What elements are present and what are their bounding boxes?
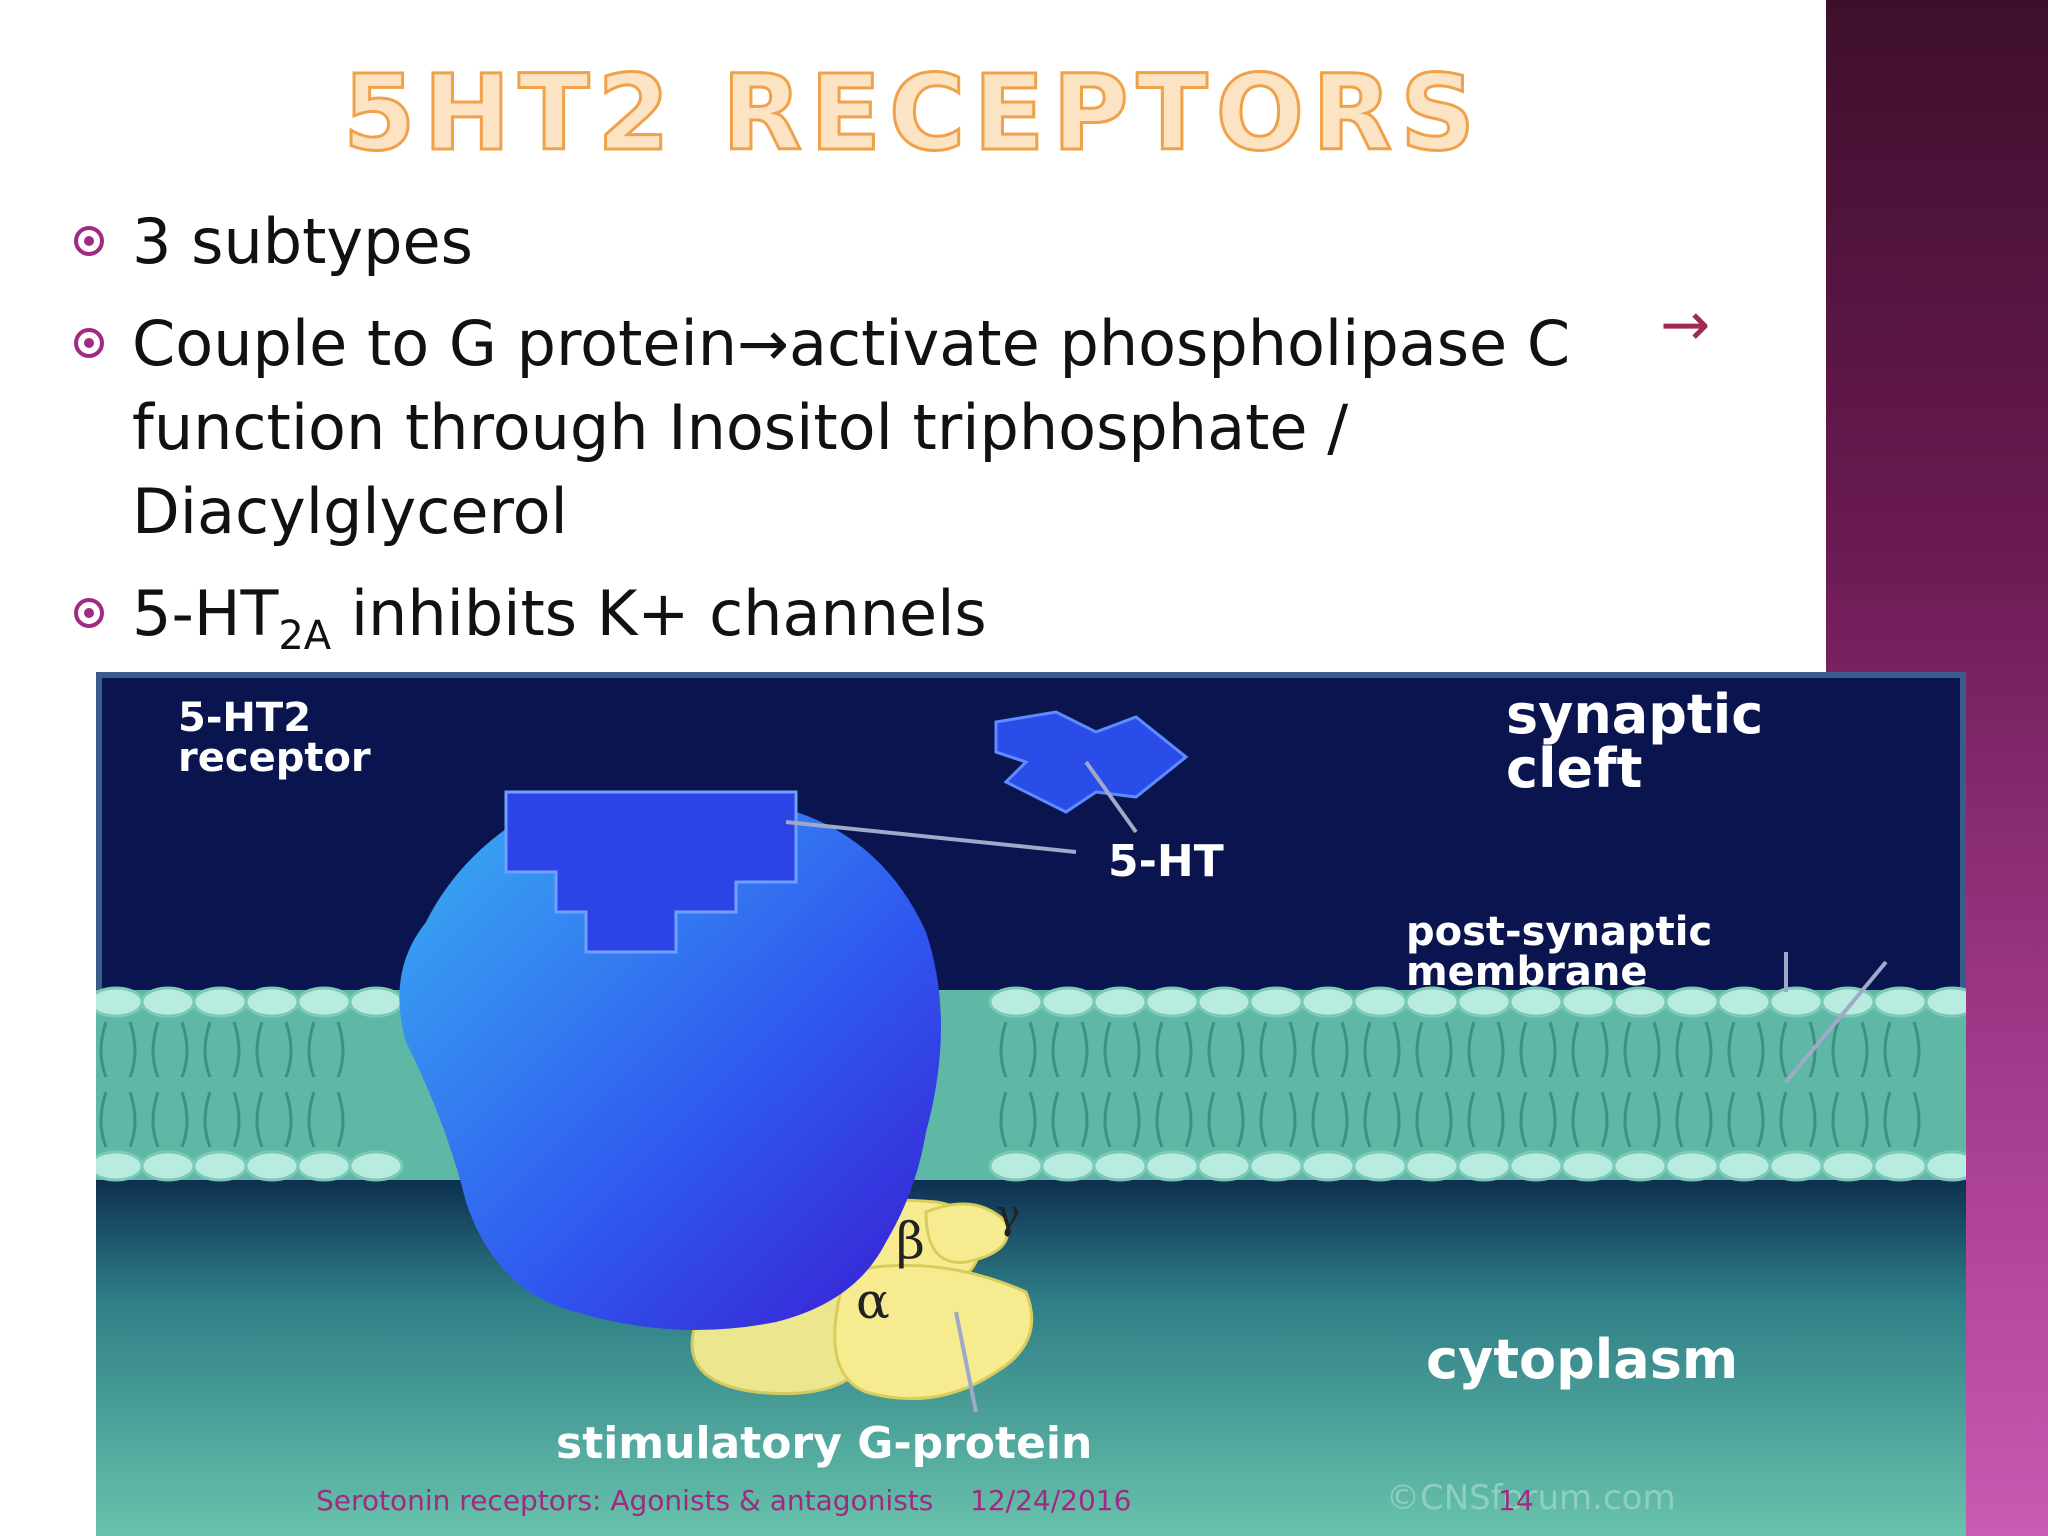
bullet-list: 3 subtypes Couple to G protein→activate … bbox=[70, 200, 1630, 696]
cytoplasm-region bbox=[96, 1172, 1966, 1536]
receptor-binding-site bbox=[504, 790, 798, 954]
receptor-label: 5-HT2 receptor bbox=[178, 698, 371, 778]
pointer-line-membrane-diag bbox=[1784, 960, 1888, 1084]
pointer-line-ligand bbox=[1084, 760, 1138, 834]
membrane-label: post-synaptic membrane bbox=[1406, 912, 1712, 992]
arrow-right-icon: → bbox=[1660, 290, 1711, 360]
lipid-heads-bottom bbox=[96, 1150, 1966, 1182]
cleft-label: synaptic cleft bbox=[1506, 688, 1763, 796]
footer-date: 12/24/2016 bbox=[970, 1484, 1132, 1517]
alpha-subunit-label: α bbox=[856, 1272, 890, 1330]
bullet-text: Couple to G protein→activate phospholipa… bbox=[132, 307, 1571, 548]
receptor-label-line1: 5-HT2 bbox=[178, 695, 312, 741]
membrane-label-line2: membrane bbox=[1406, 949, 1648, 995]
pointer-line-5ht bbox=[785, 820, 1077, 854]
bullet-text: 3 subtypes bbox=[132, 205, 473, 278]
cleft-label-line2: cleft bbox=[1506, 737, 1643, 800]
gamma-subunit-label: γ bbox=[996, 1192, 1020, 1238]
g-protein-label: stimulatory G-protein bbox=[556, 1418, 1093, 1469]
cleft-label-line1: synaptic bbox=[1506, 683, 1764, 746]
bullet-item: 3 subtypes bbox=[70, 200, 1630, 284]
bullet-text-prefix: 5-HT bbox=[132, 577, 279, 650]
serotonin-label: 5-HT bbox=[1108, 836, 1224, 887]
bullet-item: 5-HT2A inhibits K+ channels bbox=[70, 572, 1630, 678]
membrane-label-line1: post-synaptic bbox=[1406, 909, 1713, 955]
bullet-text-subscript: 2A bbox=[278, 613, 332, 659]
footer-text: Serotonin receptors: Agonists & antagoni… bbox=[316, 1484, 934, 1517]
beta-subunit-label: β bbox=[896, 1212, 925, 1270]
lipid-heads-top bbox=[96, 986, 1966, 1018]
receptor-label-line2: receptor bbox=[178, 735, 371, 781]
lipid-tails bbox=[99, 1021, 1921, 1148]
bullet-icon bbox=[74, 598, 104, 628]
receptor-body bbox=[399, 799, 941, 1330]
cytoplasm-label: cytoplasm bbox=[1426, 1328, 1739, 1391]
footer-page-number: 14 bbox=[1498, 1484, 1534, 1517]
serotonin-molecule bbox=[994, 710, 1189, 814]
bullet-icon bbox=[74, 328, 104, 358]
bullet-text-suffix: inhibits K+ channels bbox=[331, 577, 987, 650]
slide-title: 5HT2 RECEPTORS bbox=[342, 51, 1483, 176]
watermark: ©CNSforum.com bbox=[1386, 1478, 1676, 1518]
diagram-graphic bbox=[96, 710, 1966, 1536]
receptor-diagram: 5-HT2 receptor synaptic cleft 5-HT post-… bbox=[96, 672, 1966, 1536]
bullet-item: Couple to G protein→activate phospholipa… bbox=[70, 302, 1630, 554]
bullet-icon bbox=[74, 226, 104, 256]
pointer-line-gprotein bbox=[954, 1311, 978, 1413]
